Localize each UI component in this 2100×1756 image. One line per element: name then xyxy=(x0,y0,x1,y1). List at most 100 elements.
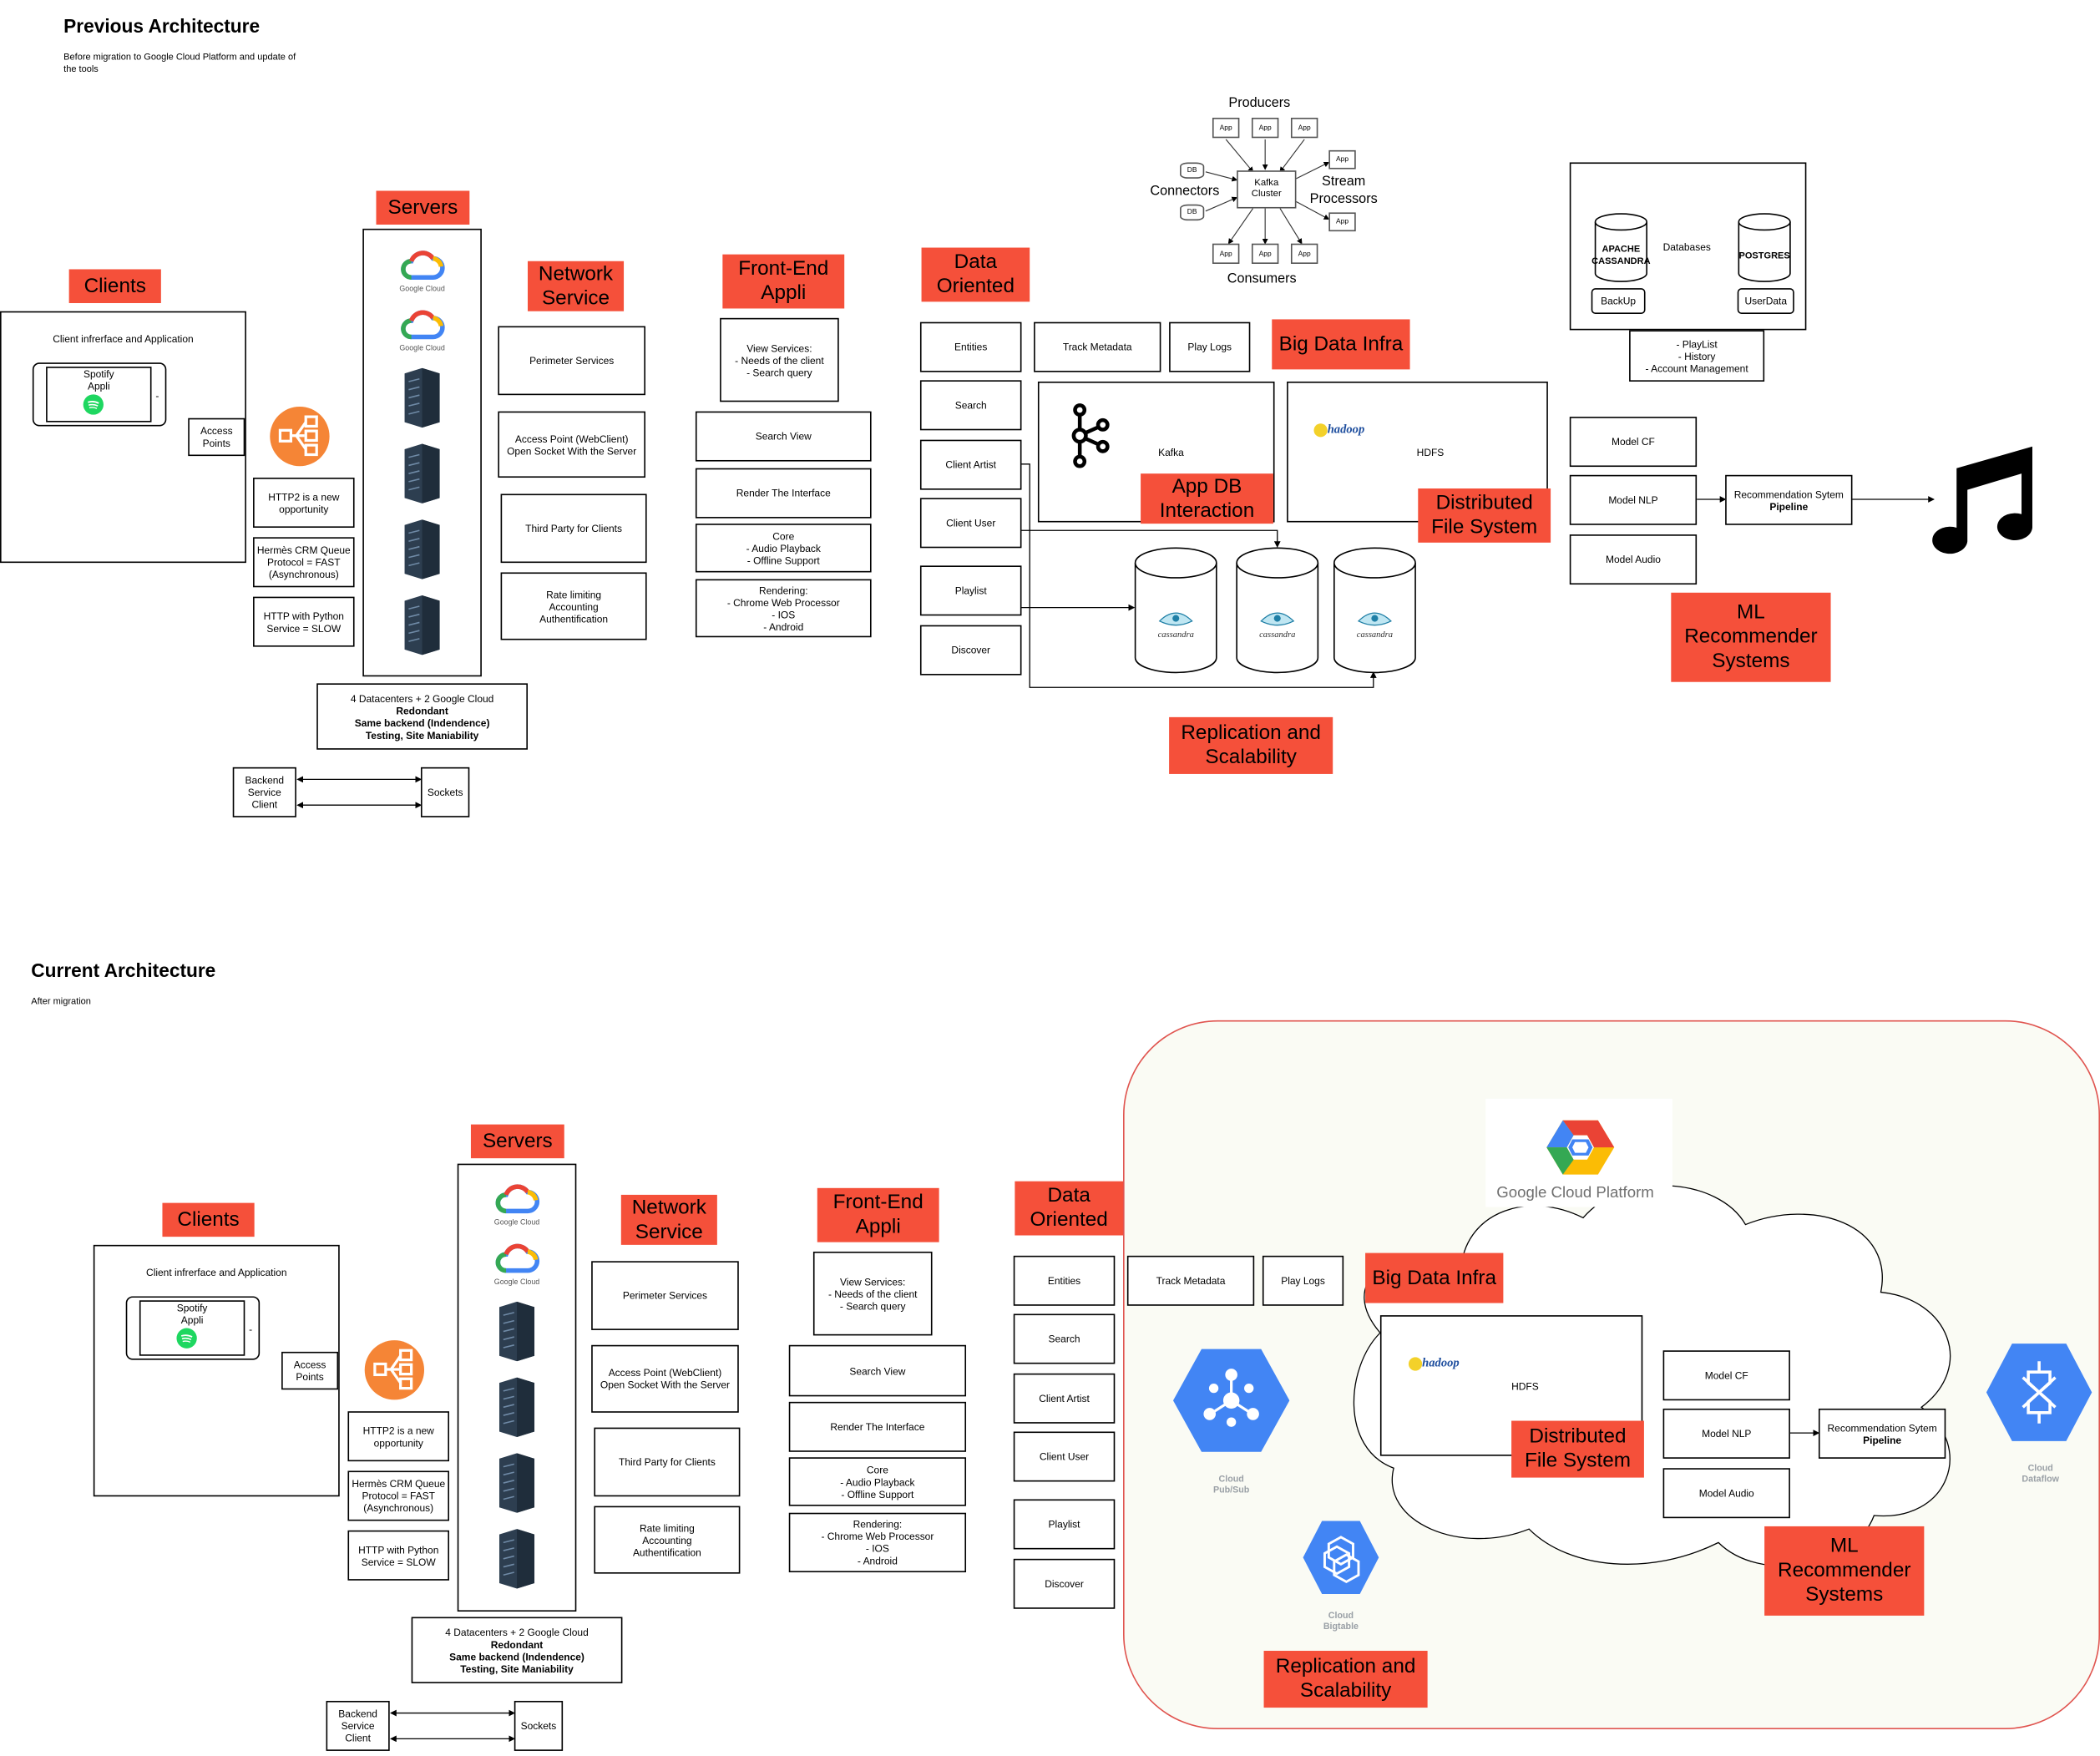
hdfs-text: HDFS xyxy=(1416,446,1445,459)
current-subtitle: After migration xyxy=(31,997,91,1007)
kafka-text: Kafka xyxy=(1158,446,1184,459)
spotify-app-label: Spotify Appli xyxy=(83,367,114,392)
rate-limiting: Rate limiting Accounting Authentificatio… xyxy=(594,1506,741,1574)
client-interface-box-current: Client infrerface and Application xyxy=(93,1244,340,1497)
reco-pipeline-box: Recommendation Sytem Pipeline xyxy=(1818,1408,1946,1459)
client-interface-title: Client infrerface and Application xyxy=(53,332,194,346)
http2-box: HTTP2 is a new opportunity xyxy=(347,1411,450,1462)
connector-db: DB xyxy=(1180,162,1205,179)
server-rack-icon xyxy=(404,519,440,579)
cassandra-text: cassandra xyxy=(1259,630,1295,640)
clients-label: Clients xyxy=(68,269,161,303)
load-balancer-icon xyxy=(270,406,330,467)
spotify-icon xyxy=(83,394,104,415)
frontend-label-current: Front-End Appli xyxy=(817,1187,939,1242)
hadoop-logo-icon: hadoop xyxy=(1313,423,1364,438)
producer-app-box: App xyxy=(1212,117,1240,139)
google-cloud-platform-icon xyxy=(1546,1120,1615,1175)
kafka-icon xyxy=(1071,403,1110,468)
cassandra-db-icon: cassandra xyxy=(1333,547,1416,674)
reco-pipeline-box: Recommendation Sytem Pipeline xyxy=(1725,474,1853,525)
discover-box: Discover xyxy=(1013,1558,1116,1609)
big-data-label: Big Data Infra xyxy=(1272,319,1410,370)
cassandra-text: cassandra xyxy=(1158,630,1194,640)
hadoop-logo-text: hadoop xyxy=(1422,1357,1460,1370)
model-audio-box: Model Audio xyxy=(1569,534,1698,585)
ml-label: ML Recommender Systems xyxy=(1671,592,1831,682)
gcp-text: Google Cloud Platform xyxy=(1496,1185,1654,1202)
reco-line: Recommendation Sytem xyxy=(1827,1421,1937,1434)
cloud-bigtable-icon xyxy=(1303,1521,1379,1594)
datacenters-bold: Redondant Same backend (Indendence) Test… xyxy=(449,1637,584,1675)
account-info-box: - PlayList - History - Account Managemen… xyxy=(1629,330,1765,382)
userdata-box: UserData xyxy=(1737,288,1794,314)
discover-box: Discover xyxy=(919,625,1022,676)
frontend-label: Front-End Appli xyxy=(722,254,845,309)
model-nlp-box: Model NLP xyxy=(1569,474,1698,525)
play-logs-box: Play Logs xyxy=(1169,321,1251,372)
playlist-box: Playlist xyxy=(919,565,1022,616)
device-screen xyxy=(139,1300,245,1356)
entities-box: Entities xyxy=(1013,1255,1116,1306)
music-note-icon xyxy=(1932,446,2032,554)
google-cloud-icon xyxy=(495,1243,540,1273)
big-data-label-current: Big Data Infra xyxy=(1365,1252,1504,1303)
consumer-app-box: App xyxy=(1251,243,1279,264)
google-cloud-caption: Google Cloud xyxy=(399,285,445,294)
backup-box: BackUp xyxy=(1591,288,1646,314)
model-cf-box: Model CF xyxy=(1662,1350,1790,1401)
google-cloud-icon xyxy=(401,310,445,340)
hermes-box: Hermès CRM Queue Protocol = FAST (Asynch… xyxy=(253,537,355,588)
backend-client-box: Backend Service Client xyxy=(326,1700,390,1751)
datacenters-line: 4 Datacenters + 2 Google Cloud xyxy=(445,1626,589,1638)
current-title: Current Architecture xyxy=(31,959,216,981)
http-python-box: HTTP with Python Service = SLOW xyxy=(253,596,355,647)
cloud-pubsub-icon xyxy=(1172,1349,1290,1452)
google-cloud-caption: Google Cloud xyxy=(493,1278,540,1288)
perimeter-services: Perimeter Services xyxy=(498,326,645,396)
datacenters-box: 4 Datacenters + 2 Google Cloud Redondant… xyxy=(316,683,528,750)
third-party-clients: Third Party for Clients xyxy=(500,493,647,564)
playlist-box: Playlist xyxy=(1013,1499,1116,1550)
http-python-box: HTTP with Python Service = SLOW xyxy=(347,1530,450,1581)
datacenters-box: 4 Datacenters + 2 Google Cloud Redondant… xyxy=(411,1617,623,1683)
cassandra-db-cylinder-icon xyxy=(1594,213,1647,282)
previous-subtitle: Before migration to Google Cloud Platfor… xyxy=(63,53,296,74)
hadoop-logo-icon: hadoop xyxy=(1408,1357,1460,1371)
entities-box: Entities xyxy=(919,321,1022,372)
access-point-webclient: Access Point (WebClient) Open Socket Wit… xyxy=(591,1344,739,1413)
device-frame xyxy=(32,362,167,427)
http2-box: HTTP2 is a new opportunity xyxy=(253,478,355,528)
stream-app-box: App xyxy=(1328,212,1356,232)
model-cf-box: Model CF xyxy=(1569,417,1698,468)
hermes-box: Hermès CRM Queue Protocol = FAST (Asynch… xyxy=(347,1470,450,1521)
cloud-dataflow-icon xyxy=(1986,1344,2092,1441)
connectors-label: Connectors xyxy=(1150,184,1220,200)
reco-pipeline-bold: Pipeline xyxy=(1863,1433,1902,1446)
core-box: Core - Audio Playback - Offline Support xyxy=(695,524,872,573)
kafka-cluster-box: Kafka Cluster xyxy=(1237,170,1297,209)
producer-app-box: App xyxy=(1290,117,1318,139)
search-view: Search View xyxy=(788,1344,967,1397)
hdfs-text: HDFS xyxy=(1511,1379,1539,1393)
spotify-app-label: Spotify Appli xyxy=(176,1301,208,1327)
cloud-dataflow-caption: Cloud Dataflow xyxy=(2022,1464,2059,1485)
track-metadata-box: Track Metadata xyxy=(1126,1255,1255,1306)
data-oriented-label: Data Oriented xyxy=(921,247,1030,302)
client-artist-box: Client Artist xyxy=(919,439,1022,490)
spotify-icon xyxy=(176,1328,197,1349)
sockets-box: Sockets xyxy=(420,767,470,817)
dfs-label-current: Distributed File System xyxy=(1511,1420,1644,1478)
server-rack-icon xyxy=(498,1301,535,1362)
load-balancer-icon xyxy=(364,1340,425,1400)
datacenters-bold: Redondant Same backend (Indendence) Test… xyxy=(354,704,490,741)
consumer-app-box: App xyxy=(1212,243,1240,264)
rendering-box: Rendering: - Chrome Web Processor - IOS … xyxy=(695,579,872,638)
databases-label: Databases xyxy=(1662,240,1711,254)
server-rack-icon xyxy=(498,1529,535,1589)
connector-db: DB xyxy=(1180,204,1205,221)
network-label: Network Service xyxy=(527,261,625,311)
access-points-box: Access Points xyxy=(281,1351,339,1390)
